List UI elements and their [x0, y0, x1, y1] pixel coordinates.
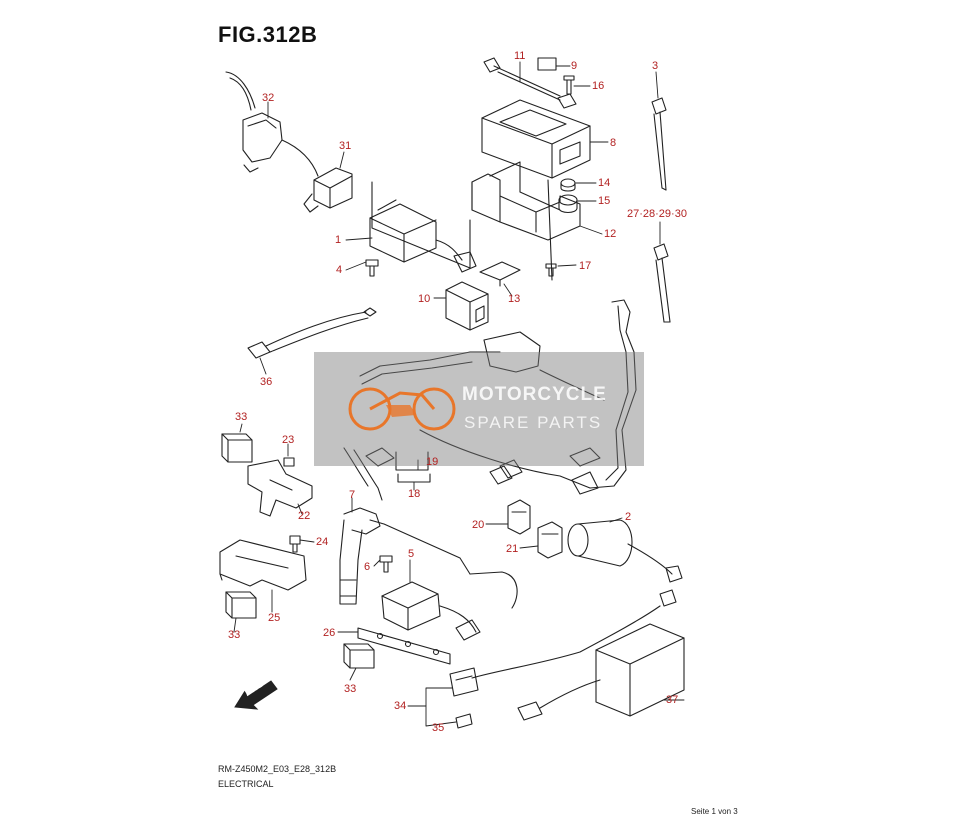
callout-9[interactable]: 9 — [571, 60, 578, 72]
callout-8[interactable]: 8 — [610, 137, 617, 149]
callout-22[interactable]: 22 — [298, 510, 311, 522]
callout-19[interactable]: 19 — [426, 456, 439, 468]
section-name: ELECTRICAL — [218, 779, 274, 789]
part-3-tie — [651, 97, 667, 191]
callout-1[interactable]: 1 — [335, 234, 342, 246]
callout-3[interactable]: 3 — [652, 60, 659, 72]
callout-16[interactable]: 16 — [592, 80, 605, 92]
callout-4[interactable]: 4 — [336, 264, 343, 276]
callout-7[interactable]: 7 — [349, 489, 356, 501]
callout-31[interactable]: 31 — [339, 140, 352, 152]
callout-34[interactable]: 34 — [394, 700, 407, 712]
callout-36[interactable]: 36 — [260, 376, 273, 388]
wiring-harness — [343, 299, 637, 501]
callout-5[interactable]: 5 — [408, 548, 415, 560]
part-20-fuse — [507, 499, 531, 535]
callout-32[interactable]: 32 — [262, 92, 275, 104]
part-21-fuse — [537, 521, 563, 559]
part-12-bracket — [471, 161, 581, 281]
callout-10[interactable]: 10 — [418, 293, 431, 305]
figure-title: FIG.312B — [218, 22, 318, 47]
callout-17[interactable]: 17 — [579, 260, 592, 272]
part-7-plugcap — [339, 507, 518, 609]
callout-12[interactable]: 12 — [604, 228, 617, 240]
model-code: RM-Z450M2_E03_E28_312B — [218, 764, 337, 774]
callout-2[interactable]: 2 — [625, 511, 632, 523]
part-32-switch — [225, 71, 319, 177]
part-27-tie — [653, 243, 671, 323]
part-36-lead — [247, 307, 377, 359]
part-5-coil — [381, 581, 481, 641]
part-37-unit — [471, 589, 685, 721]
part-4-bolt — [365, 259, 379, 277]
callout-26[interactable]: 26 — [323, 627, 336, 639]
part-1-regulator — [369, 181, 477, 273]
fwd-arrow-icon — [234, 680, 278, 710]
callout-21[interactable]: 21 — [506, 543, 519, 555]
callout-27-30[interactable]: 27·28·29·30 — [627, 208, 687, 220]
callout-23[interactable]: 23 — [282, 434, 295, 446]
callout-15[interactable]: 15 — [598, 195, 611, 207]
part-25-bracket — [219, 539, 307, 591]
callout-35[interactable]: 35 — [432, 722, 445, 734]
part-22-bracket — [247, 459, 313, 517]
callout-11[interactable]: 11 — [514, 50, 526, 62]
callout-33-bottom[interactable]: 33 — [344, 683, 357, 695]
callout-13[interactable]: 13 — [508, 293, 521, 305]
watermark-text-line2: SPARE PARTS — [464, 413, 603, 432]
part-10-relay — [445, 281, 489, 331]
callout-6[interactable]: 6 — [364, 561, 371, 573]
callout-33-top[interactable]: 33 — [235, 411, 248, 423]
watermark-logo — [348, 387, 456, 431]
part-31-sensor — [303, 167, 353, 213]
callout-14[interactable]: 14 — [598, 177, 611, 189]
callout-20[interactable]: 20 — [472, 519, 485, 531]
callout-24[interactable]: 24 — [316, 536, 329, 548]
watermark-text-line1: MOTORCYCLE — [462, 384, 607, 405]
page-indicator: Seite 1 von 3 — [691, 807, 738, 816]
part-2-capacitor — [567, 519, 683, 583]
callout-37[interactable]: 37 — [666, 694, 679, 706]
callout-33-mid[interactable]: 33 — [228, 629, 241, 641]
part-11-strap — [483, 57, 577, 109]
callout-18[interactable]: 18 — [408, 488, 421, 500]
callout-25[interactable]: 25 — [268, 612, 281, 624]
watermark-box — [314, 352, 644, 466]
part-8-ecu — [481, 99, 591, 179]
